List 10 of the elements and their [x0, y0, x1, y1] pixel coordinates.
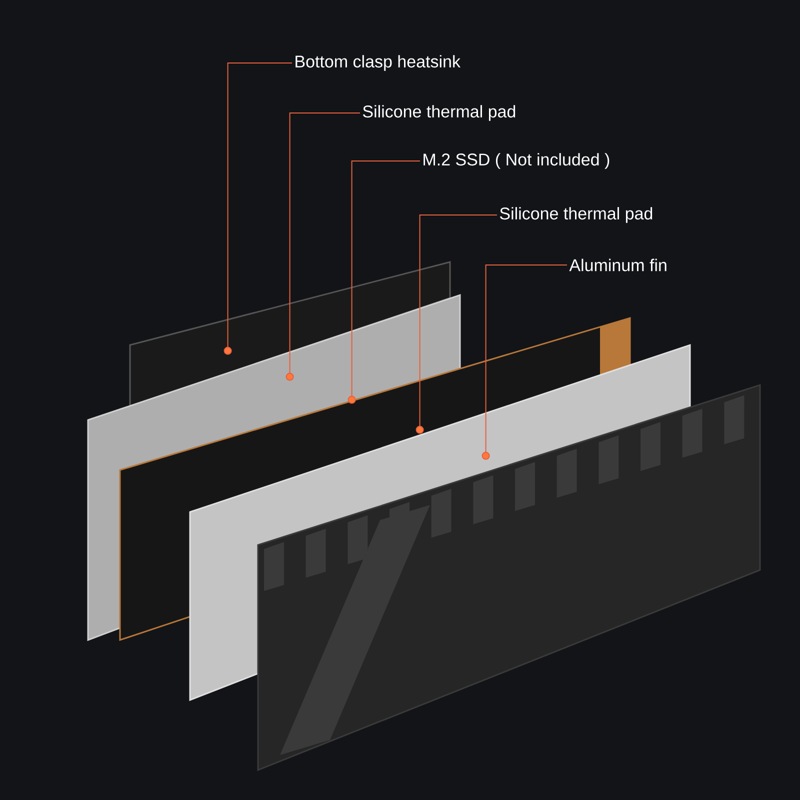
callout-label: Silicone thermal pad	[500, 207, 652, 223]
callout-label: Bottom clasp heatsink	[296, 55, 461, 71]
leader-line	[286, 112, 360, 381]
callout-label: M.2 SSD ( Not included )	[424, 153, 610, 169]
callout-label: Aluminum fin	[569, 258, 666, 272]
leader-line	[224, 62, 292, 355]
callout-label: Silicone thermal pad	[362, 105, 516, 121]
leader-line	[348, 160, 420, 404]
leader-line	[482, 264, 568, 460]
leader-line	[416, 214, 498, 434]
